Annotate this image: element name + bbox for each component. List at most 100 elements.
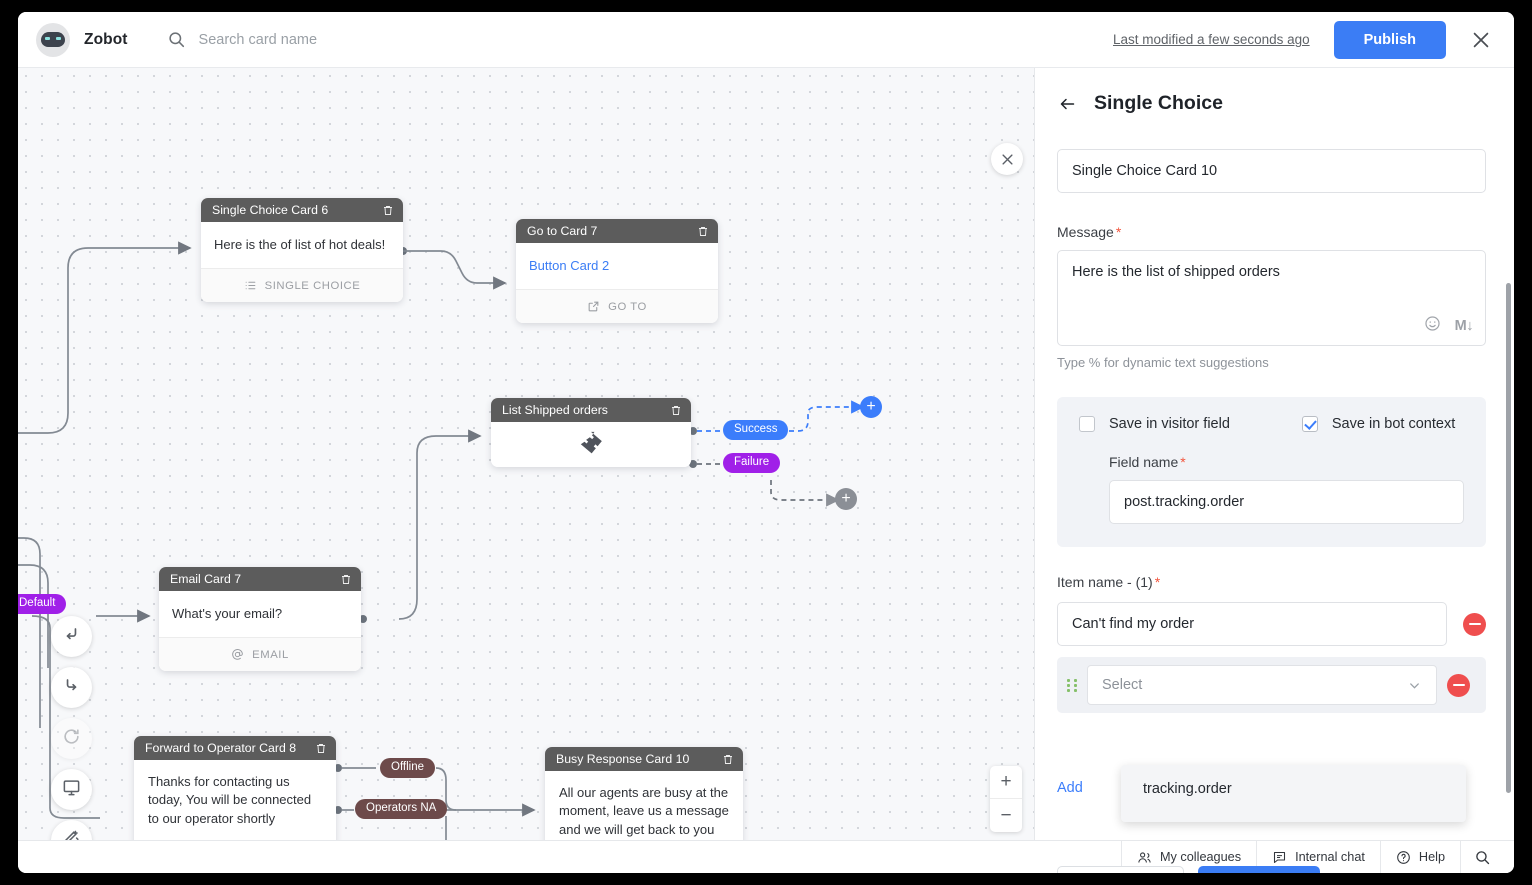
webhook-plug-icon xyxy=(578,429,604,460)
undo-tool[interactable] xyxy=(51,616,92,657)
save-in-bot-context-label[interactable]: Save in bot context xyxy=(1331,416,1456,432)
delete-icon[interactable] xyxy=(382,204,394,217)
panel-title: Single Choice xyxy=(1094,92,1223,114)
remove-item-button[interactable] xyxy=(1463,612,1486,636)
flow-canvas[interactable]: Single Choice Card 6 Here is the of list… xyxy=(18,68,1034,840)
node-message: What's your email? xyxy=(159,591,361,638)
chevron-down-icon xyxy=(1407,678,1422,693)
node-busy-response-card-10[interactable]: Busy Response Card 10 All our agents are… xyxy=(545,747,743,840)
message-textarea[interactable]: Here is the list of shipped orders M↓ xyxy=(1057,250,1486,346)
bot-avatar-icon xyxy=(36,22,70,57)
internal-chat-button[interactable]: Internal chat xyxy=(1256,841,1380,873)
panel-scrollbar[interactable] xyxy=(1506,283,1511,793)
save-in-visitor-field-label[interactable]: Save in visitor field xyxy=(1109,416,1230,432)
redo-tool[interactable] xyxy=(51,667,92,708)
dropdown-option-tracking-order[interactable]: tracking.order xyxy=(1143,781,1232,797)
my-colleagues-button[interactable]: My colleagues xyxy=(1120,841,1256,873)
item-name-label: Item name - (1)* xyxy=(1057,574,1161,590)
item-name-input[interactable] xyxy=(1057,602,1447,646)
item-name-label-text: Item name - (1) xyxy=(1057,574,1153,590)
list-icon xyxy=(244,279,257,292)
save-context-box: Save in visitor field Save in bot contex… xyxy=(1057,397,1486,547)
close-icon[interactable] xyxy=(1470,29,1492,51)
node-email-card-7[interactable]: Email Card 7 What's your email? xyxy=(159,567,361,672)
add-node-failure[interactable]: + xyxy=(835,488,857,510)
pill-default[interactable]: Default xyxy=(18,594,67,615)
back-arrow-icon[interactable] xyxy=(1057,95,1078,113)
people-icon xyxy=(1137,850,1152,865)
item-action-select[interactable]: Select xyxy=(1087,665,1437,705)
field-name-label-text: Field name xyxy=(1109,454,1179,470)
delete-icon[interactable] xyxy=(670,404,682,417)
flow-connectors xyxy=(18,241,865,840)
node-message: Here is the of list of hot deals! xyxy=(201,222,403,269)
node-footer[interactable]: GO TO xyxy=(516,289,718,324)
internal-chat-label: Internal chat xyxy=(1295,850,1365,864)
zobot-flow-builder: Zobot Last modified a few seconds ago Pu… xyxy=(18,12,1514,873)
node-title: Forward to Operator Card 8 xyxy=(145,741,297,755)
item-action-dropdown[interactable]: tracking.order xyxy=(1121,765,1466,822)
node-footer[interactable]: SINGLE CHOICE xyxy=(201,268,403,303)
save-button[interactable]: Save xyxy=(1198,866,1321,873)
help-button[interactable]: Help xyxy=(1379,841,1460,873)
save-in-bot-context-checkbox[interactable] xyxy=(1301,416,1318,432)
field-name-label: Field name* xyxy=(1109,454,1186,470)
node-list-shipped-orders[interactable]: List Shipped orders xyxy=(491,398,691,467)
search-input[interactable] xyxy=(196,30,497,49)
pill-failure[interactable]: Failure xyxy=(723,453,781,474)
zoom-in-button[interactable]: + xyxy=(990,766,1022,799)
message-value: Here is the list of shipped orders xyxy=(1072,264,1280,280)
field-name-input[interactable] xyxy=(1109,480,1464,524)
node-message: All our agents are busy at the moment, l… xyxy=(545,771,743,840)
add-node-success[interactable]: + xyxy=(860,396,882,418)
card-name-input[interactable] xyxy=(1057,149,1486,193)
search-box[interactable] xyxy=(168,30,497,49)
node-goto-link[interactable]: Button Card 2 xyxy=(529,258,610,273)
node-single-choice-card-6[interactable]: Single Choice Card 6 Here is the of list… xyxy=(201,198,403,303)
delete-icon[interactable] xyxy=(340,573,352,586)
panel-footer: Cancel Save xyxy=(1057,866,1321,873)
node-title: Go to Card 7 xyxy=(527,224,598,238)
top-bar: Zobot Last modified a few seconds ago Pu… xyxy=(18,12,1514,68)
cancel-button[interactable]: Cancel xyxy=(1057,866,1185,873)
pill-success[interactable]: Success xyxy=(723,420,789,441)
magic-tool[interactable] xyxy=(51,820,92,840)
reset-tool[interactable] xyxy=(51,718,92,759)
zoom-out-button[interactable]: − xyxy=(1000,804,1012,826)
at-icon xyxy=(231,648,244,661)
node-message: Thanks for contacting us today, You will… xyxy=(134,760,336,840)
node-title: Busy Response Card 10 xyxy=(556,752,690,766)
node-go-to-card-7[interactable]: Go to Card 7 Button Card 2 xyxy=(516,219,718,324)
node-footer[interactable]: EMAIL xyxy=(159,637,361,672)
magic-wand-icon xyxy=(62,829,81,840)
my-colleagues-label: My colleagues xyxy=(1159,850,1242,864)
drag-handle-icon[interactable] xyxy=(1067,678,1077,692)
delete-icon[interactable] xyxy=(315,742,327,755)
node-title: Single Choice Card 6 xyxy=(212,203,329,217)
markdown-icon[interactable]: M↓ xyxy=(1454,317,1474,334)
delete-icon[interactable] xyxy=(722,753,734,766)
message-hint: Type % for dynamic text suggestions xyxy=(1057,355,1269,370)
node-footer-label: GO TO xyxy=(608,300,647,313)
emoji-smiley-icon[interactable] xyxy=(1424,315,1441,336)
node-title: Email Card 7 xyxy=(170,572,242,586)
node-header: Forward to Operator Card 8 xyxy=(134,736,336,760)
preview-tool[interactable] xyxy=(51,769,92,810)
remove-action-button[interactable] xyxy=(1447,673,1470,697)
node-forward-to-operator-card-8[interactable]: Forward to Operator Card 8 Thanks for co… xyxy=(134,736,336,840)
message-label: Message* xyxy=(1057,224,1122,240)
publish-button[interactable]: Publish xyxy=(1333,20,1446,59)
add-item-link[interactable]: Add xyxy=(1057,780,1083,796)
pill-offline[interactable]: Offline xyxy=(380,758,436,779)
delete-icon[interactable] xyxy=(697,225,709,238)
save-in-visitor-field-checkbox[interactable] xyxy=(1079,416,1095,432)
canvas-close-icon[interactable] xyxy=(991,143,1023,175)
bottom-search-button[interactable] xyxy=(1460,841,1504,873)
item-action-row: Select xyxy=(1057,657,1486,713)
node-header: Busy Response Card 10 xyxy=(545,747,743,771)
last-modified-link[interactable]: Last modified a few seconds ago xyxy=(1113,32,1310,47)
pill-operators-na[interactable]: Operators NA xyxy=(355,799,448,820)
node-header: Go to Card 7 xyxy=(516,219,718,243)
zoom-control: + − xyxy=(990,766,1022,832)
panel-header: Single Choice xyxy=(1057,92,1486,115)
